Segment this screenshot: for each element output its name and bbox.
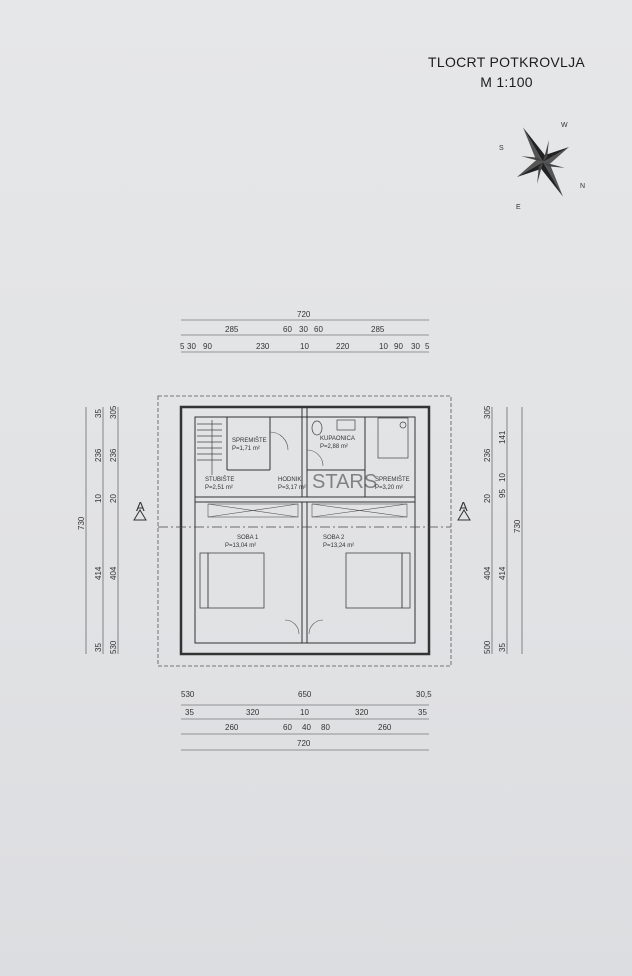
dim-left-r3-4: 530 — [109, 640, 118, 654]
room-area-storage-2: P=3,20 m² — [375, 485, 403, 491]
dim-right-outer: 730 — [513, 519, 522, 533]
room-name-bedroom-1: SOBA 1 — [237, 535, 259, 541]
room-area-bedroom-1: P=13,04 m² — [225, 543, 256, 549]
dim-left-r3-1: 236 — [109, 448, 118, 462]
dim-top-r3-0: 5 — [180, 342, 185, 351]
room-name-bathroom: KUPAONICA — [320, 436, 355, 442]
compass-icon — [517, 127, 569, 197]
dim-left-r3-2: 20 — [109, 494, 118, 503]
dim-bottom-r1-2: 30,5 — [416, 690, 432, 699]
dim-right-r1-0: 305 — [483, 405, 492, 419]
wardrobes — [207, 503, 408, 518]
dim-left-r2-0: 35 — [94, 409, 103, 418]
dim-top-r3-4: 10 — [300, 342, 309, 351]
room-area-bathroom: P=2,88 m² — [320, 444, 348, 450]
dim-bottom-r3-2: 40 — [302, 723, 311, 732]
section-arrow-left — [133, 509, 147, 521]
dimension-lines: 720 285 60 30 60 285 5 30 90 230 10 220 … — [77, 310, 523, 751]
dim-right-r1-1: 236 — [483, 448, 492, 462]
room-name-bedroom-2: SOBA 2 — [323, 535, 345, 541]
room-name-stairwell: STUBIŠTE — [205, 476, 234, 483]
dim-top-r3-9: 5 — [425, 342, 430, 351]
dim-bottom-r2-4: 35 — [418, 708, 427, 717]
dim-bottom-r3-3: 80 — [321, 723, 330, 732]
exterior-walls — [179, 405, 431, 656]
dim-bottom-r3-4: 260 — [378, 723, 392, 732]
dim-left-r2-3: 414 — [94, 566, 103, 580]
dim-right-r2-1: 10 — [498, 473, 507, 482]
dim-bottom-r2-1: 320 — [246, 708, 260, 717]
interior-walls — [195, 407, 415, 643]
dim-top-total: 720 — [297, 310, 311, 319]
dim-left-r3-0: 305 — [109, 405, 118, 419]
dim-bottom-r1-0: 530 — [181, 690, 195, 699]
dim-top-r2-4: 285 — [371, 325, 385, 334]
staircase — [197, 420, 222, 475]
dim-left-r2-1: 236 — [94, 448, 103, 462]
compass-label-e: E — [516, 204, 521, 211]
room-name-storage-2: SPREMIŠTE — [375, 476, 410, 483]
section-arrow-right — [457, 509, 471, 521]
compass-label-s: S — [499, 145, 504, 152]
room-area-hallway: P=3,17 m² — [278, 485, 306, 491]
dim-top-r3-1: 30 — [187, 342, 196, 351]
dim-bottom-r2-0: 35 — [185, 708, 194, 717]
dim-right-r2-0: 141 — [498, 430, 507, 444]
section-marker-right: A — [459, 499, 468, 514]
bathroom-fixtures — [311, 417, 409, 459]
roof-outline — [157, 395, 452, 667]
door-swings — [269, 431, 324, 635]
room-area-storage-1: P=1,71 m² — [232, 446, 260, 452]
watermark: STARS — [312, 471, 377, 493]
drawing-title: TLOCRT POTKROVLJA M 1:100 — [428, 52, 585, 92]
title-line-2: M 1:100 — [480, 74, 533, 90]
dim-bottom-r2-3: 320 — [355, 708, 369, 717]
section-marker-left: A — [136, 499, 145, 514]
dim-right-r2-3: 414 — [498, 566, 507, 580]
dim-top-r2-0: 285 — [225, 325, 239, 334]
room-area-stairwell: P=2,51 m² — [205, 485, 233, 491]
room-name-storage-1: SPREMIŠTE — [232, 437, 267, 444]
dim-bottom-total: 720 — [297, 739, 311, 748]
dim-top-r3-2: 90 — [203, 342, 212, 351]
dim-bottom-r1-1: 650 — [298, 690, 312, 699]
dim-top-r2-3: 60 — [314, 325, 323, 334]
dim-top-r3-6: 10 — [379, 342, 388, 351]
dim-top-r2-2: 30 — [299, 325, 308, 334]
dim-left-outer: 730 — [77, 516, 86, 530]
dim-top-r3-3: 230 — [256, 342, 270, 351]
dim-top-r3-7: 90 — [394, 342, 403, 351]
dim-left-r2-4: 35 — [94, 643, 103, 652]
title-line-1: TLOCRT POTKROVLJA — [428, 54, 586, 70]
dim-top-r3-8: 30 — [411, 342, 420, 351]
room-area-bedroom-2: P=13,24 m² — [323, 543, 354, 549]
dim-bottom-r2-2: 10 — [300, 708, 309, 717]
room-name-hallway: HODNIK — [278, 477, 301, 483]
dim-right-r1-3: 404 — [483, 566, 492, 580]
dim-left-r3-3: 404 — [109, 566, 118, 580]
dim-right-r1-2: 20 — [483, 494, 492, 503]
dim-right-r1-4: 500 — [483, 640, 492, 654]
dim-left-r2-2: 10 — [94, 494, 103, 503]
dim-bottom-r3-0: 260 — [225, 723, 239, 732]
dim-bottom-r3-1: 60 — [283, 723, 292, 732]
dim-top-r2-1: 60 — [283, 325, 292, 334]
compass-label-w: W — [561, 122, 568, 129]
compass-label-n: N — [580, 183, 585, 190]
beds — [199, 552, 411, 609]
dim-right-r2-4: 35 — [498, 643, 507, 652]
dim-top-r3-5: 220 — [336, 342, 350, 351]
dim-right-r2-2: 95 — [498, 489, 507, 498]
